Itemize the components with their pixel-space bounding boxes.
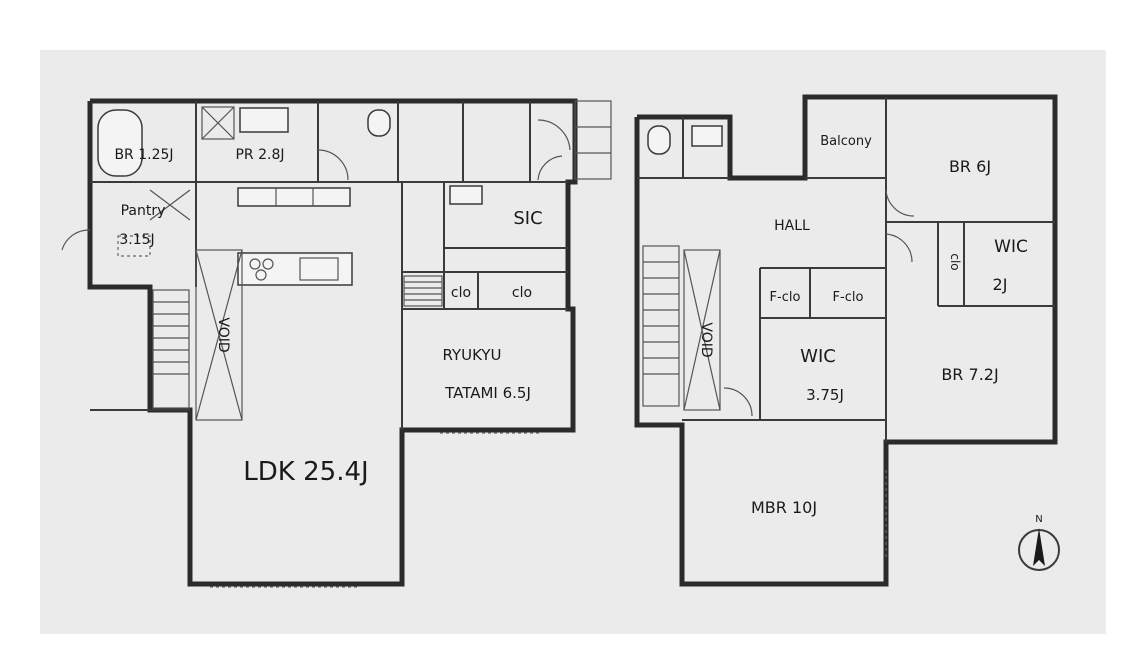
label-powder: PR 2.8J	[235, 147, 284, 163]
label-tatami-1: RYUKYU	[442, 346, 501, 364]
kitchen-cabinet	[237, 187, 351, 207]
label-fclo-1: F-clo	[770, 290, 801, 305]
north-arrow-pointer	[1033, 528, 1045, 566]
second-floor	[634, 94, 1058, 587]
stove-burner	[262, 258, 274, 270]
label-void-1f: VOID	[215, 317, 231, 352]
north-label: N	[1035, 514, 1042, 525]
label-fclo-2: F-clo	[833, 290, 864, 305]
label-wic-small-size: 2J	[993, 275, 1008, 294]
door-arc	[885, 189, 915, 217]
void-2f	[683, 249, 721, 411]
stove-burner	[249, 258, 261, 270]
pantry-cross	[149, 189, 191, 221]
label-br72: BR 7.2J	[941, 365, 998, 384]
label-ldk: LDK 25.4J	[243, 457, 368, 487]
label-mbr: MBR 10J	[751, 498, 817, 517]
door-arc	[317, 149, 349, 181]
label-tatami-2: TATAMI 6.5J	[444, 384, 531, 402]
label-pantry-size: 3.15J	[119, 232, 154, 248]
label-wic-size: 3.75J	[806, 386, 844, 404]
kitchen-sink	[299, 257, 339, 281]
stairs-frame	[403, 275, 443, 307]
label-clo-side: clo	[948, 253, 962, 270]
label-void-2f: VOID	[698, 322, 714, 357]
sink-2f	[691, 125, 723, 147]
stairs-1f	[152, 289, 190, 409]
stairs-frame	[152, 289, 190, 409]
void-1f	[195, 249, 243, 421]
door-arc	[537, 119, 571, 151]
label-sic: SIC	[513, 208, 542, 229]
label-wic-small: WIC	[994, 237, 1028, 257]
entrance-deck	[574, 100, 612, 180]
toilet-2f	[647, 125, 671, 155]
door-arc	[885, 233, 913, 263]
void-cross	[195, 249, 243, 421]
stairs-tatami	[403, 275, 443, 307]
pantry-shelf	[117, 235, 151, 257]
label-bath: BR 1.25J	[114, 147, 173, 163]
label-clo-1: clo	[451, 285, 471, 301]
label-clo-2: clo	[512, 285, 532, 301]
label-balcony: Balcony	[820, 134, 872, 149]
toilet	[367, 109, 391, 137]
vanity-sink	[239, 107, 289, 133]
label-wic: WIC	[800, 346, 836, 367]
washer-cross	[201, 106, 235, 140]
first-floor	[61, 98, 612, 588]
bathtub	[97, 109, 143, 177]
washer-box	[201, 106, 235, 140]
door-arc	[537, 155, 563, 181]
label-br6: BR 6J	[949, 157, 991, 176]
label-hall: HALL	[774, 218, 810, 234]
stairs-2f	[642, 245, 680, 407]
door-arc	[723, 387, 753, 417]
void-cross	[683, 249, 721, 411]
label-pantry: Pantry	[121, 203, 166, 219]
sic-sink	[449, 185, 483, 205]
north-arrow: N	[1018, 514, 1060, 571]
door-arc	[61, 229, 91, 251]
stove-burner	[255, 269, 267, 281]
room-labels: BR 1.25J PR 2.8J Pantry 3.15J VOID LDK 2…	[114, 134, 1027, 517]
